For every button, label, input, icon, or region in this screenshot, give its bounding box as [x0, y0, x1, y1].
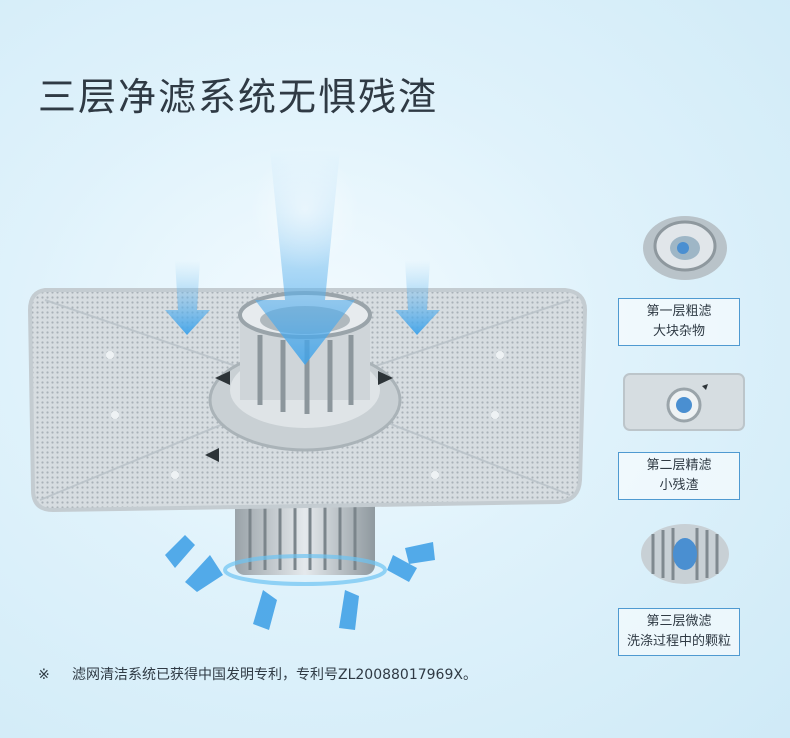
layer3-label-box: 第三层微滤 洗涤过程中的颗粒 [618, 608, 740, 656]
micro-filter-thumbnail-icon [641, 524, 729, 584]
layer1-desc: 大块杂物 [652, 324, 705, 339]
layer2-title: 第二层精滤 [646, 458, 712, 473]
fine-filter-thumbnail-icon [623, 373, 745, 431]
patent-footnote: ※ 滤网清洁系统已获得中国发明专利，专利号ZL20088017969X。 [38, 664, 477, 684]
filter-assembly-illustration [27, 150, 588, 630]
layer1-label-box: 第一层粗滤 大块杂物 [618, 298, 740, 346]
layer3-desc: 洗涤过程中的颗粒 [626, 634, 731, 649]
water-flow-arrows-out [165, 535, 435, 630]
page-title: 三层净滤系统无惧残渣 [38, 75, 439, 119]
footnote-mark: ※ [38, 667, 50, 683]
layer3-title: 第三层微滤 [646, 614, 712, 629]
coarse-filter-thumbnail-icon [643, 216, 727, 280]
micro-filter-cylinder [223, 495, 387, 586]
footnote-text: 滤网清洁系统已获得中国发明专利，专利号ZL20088017969X。 [72, 667, 477, 683]
layer1-title: 第一层粗滤 [646, 304, 712, 319]
water-flow-arrows-down [165, 150, 440, 365]
layer2-label-box: 第二层精滤 小残渣 [618, 452, 740, 500]
layer2-desc: 小残渣 [659, 478, 699, 493]
